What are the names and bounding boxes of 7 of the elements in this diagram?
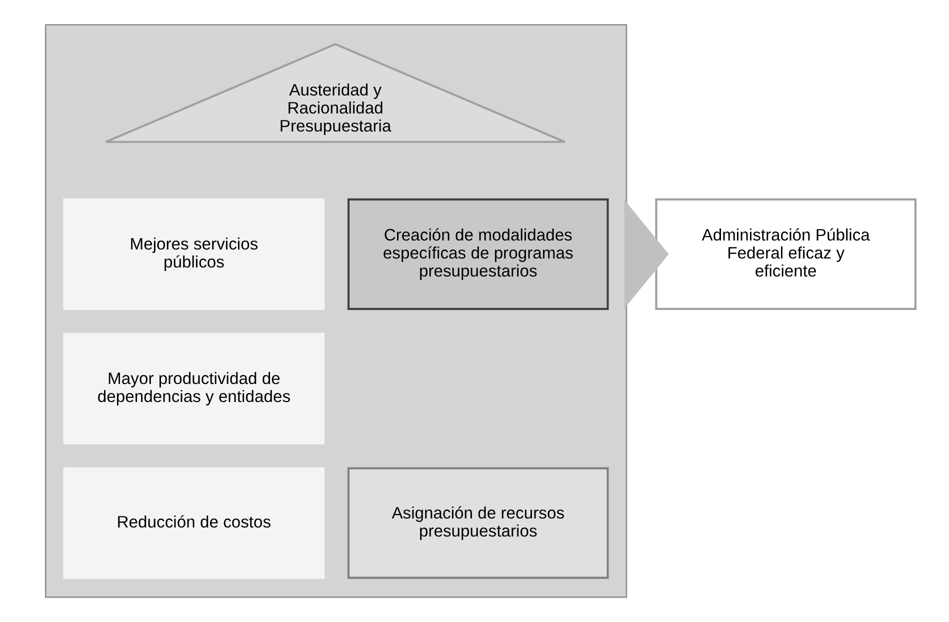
node-box: Reducción de costos (62, 467, 324, 579)
node-box: Administración Pública Federal eficaz y eficiente (654, 198, 916, 310)
node-box: Asignación de recursos presupuestarios (346, 467, 608, 579)
node-box: Mejores servicios públicos (62, 198, 324, 310)
node-box: Mayor productividad de dependencias y entidades (62, 332, 324, 444)
node-box: Creación de modalidades específicas de programas presupuestarios (346, 198, 608, 310)
cluster (44, 24, 627, 598)
